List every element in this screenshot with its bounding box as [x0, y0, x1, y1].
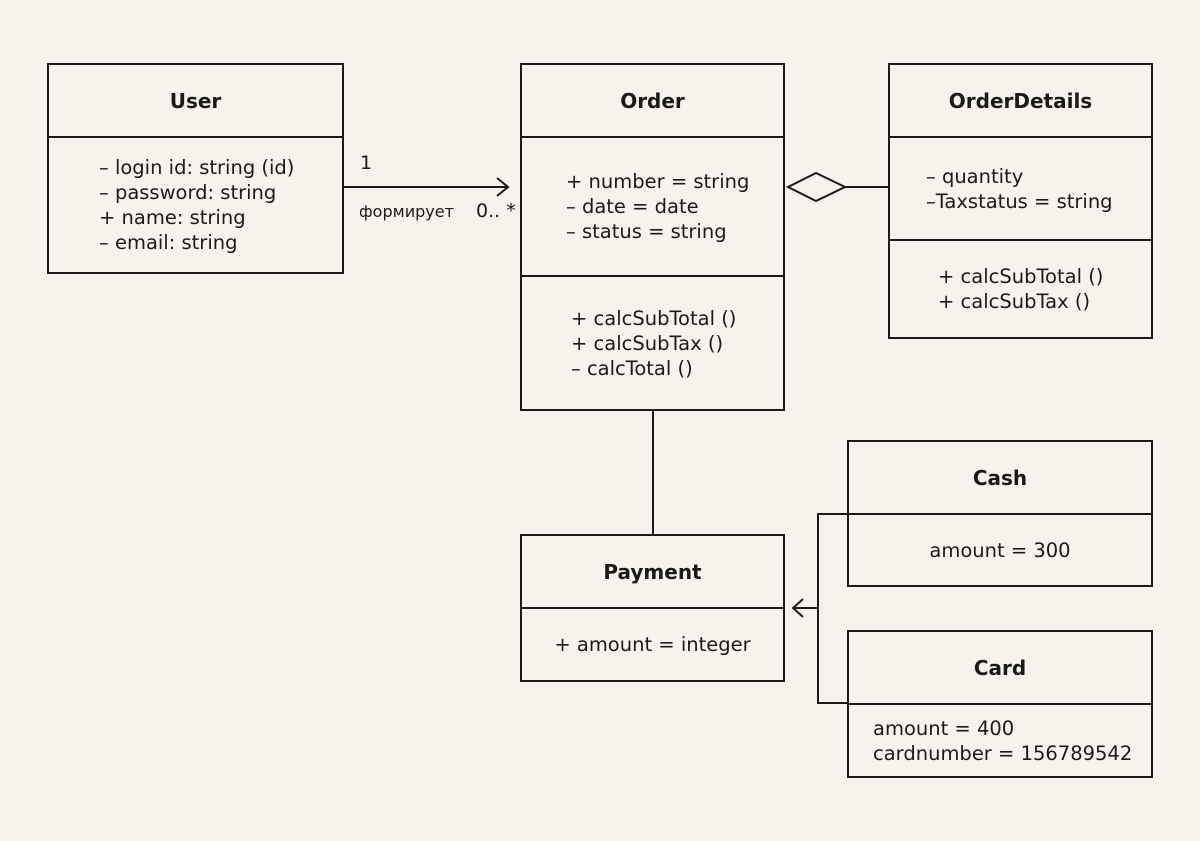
class-order-details: OrderDetails – quantity –Taxstatus = str…: [888, 63, 1153, 339]
association-arrowhead: [496, 177, 510, 197]
class-user-attributes: – login id: string (id) – password: stri…: [49, 138, 342, 272]
class-order-details-name: OrderDetails: [890, 65, 1151, 138]
class-order-details-methods: + calcSubTotal () + calcSubTax (): [890, 239, 1151, 337]
class-payment-attributes: + amount = integer: [522, 609, 783, 680]
class-payment: Payment + amount = integer: [520, 534, 785, 682]
class-user: User – login id: string (id) – password:…: [47, 63, 344, 274]
inheritance-arrowhead: [791, 598, 804, 618]
method: + calcSubTotal (): [571, 306, 737, 330]
method: + calcSubTotal (): [938, 265, 1104, 288]
class-cash-attributes: amount = 300: [849, 515, 1151, 585]
class-card-name: Card: [849, 632, 1151, 705]
method: + calcSubTax (): [571, 331, 724, 355]
attribute: –Taxstatus = string: [926, 189, 1113, 213]
attribute: cardnumber = 156789542: [873, 741, 1133, 765]
association-label: формирует: [359, 202, 454, 221]
inheritance-connector: [817, 513, 848, 704]
class-payment-name: Payment: [522, 536, 783, 609]
multiplicity-many: 0.. *: [476, 200, 516, 222]
attribute: amount = 400: [873, 716, 1015, 740]
attribute: + number = string: [566, 170, 750, 193]
class-cash-name: Cash: [849, 442, 1151, 515]
attribute: + name: string: [99, 206, 246, 229]
class-order: Order + number = string – date = date – …: [520, 63, 785, 411]
class-card: Card amount = 400 cardnumber = 156789542: [847, 630, 1153, 778]
attribute: – quantity: [926, 164, 1024, 188]
attribute: – status = string: [566, 220, 727, 243]
aggregation-diamond: [785, 171, 848, 203]
class-order-methods: + calcSubTotal () + calcSubTax () – calc…: [522, 275, 783, 409]
attribute: – email: string: [99, 231, 238, 254]
class-cash: Cash amount = 300: [847, 440, 1153, 587]
method: – calcTotal (): [571, 356, 693, 380]
class-order-name: Order: [522, 65, 783, 138]
class-user-name: User: [49, 65, 342, 138]
class-card-attributes: amount = 400 cardnumber = 156789542: [849, 705, 1151, 776]
attribute: – date = date: [566, 195, 699, 218]
attribute: + amount = integer: [554, 633, 751, 656]
attribute: – login id: string (id): [99, 156, 295, 179]
class-order-attributes: + number = string – date = date – status…: [522, 138, 783, 275]
attribute: amount = 300: [929, 538, 1071, 562]
multiplicity-one: 1: [360, 152, 373, 174]
method: + calcSubTax (): [938, 290, 1091, 313]
attribute: – password: string: [99, 181, 277, 204]
class-order-details-attributes: – quantity –Taxstatus = string: [890, 138, 1151, 239]
